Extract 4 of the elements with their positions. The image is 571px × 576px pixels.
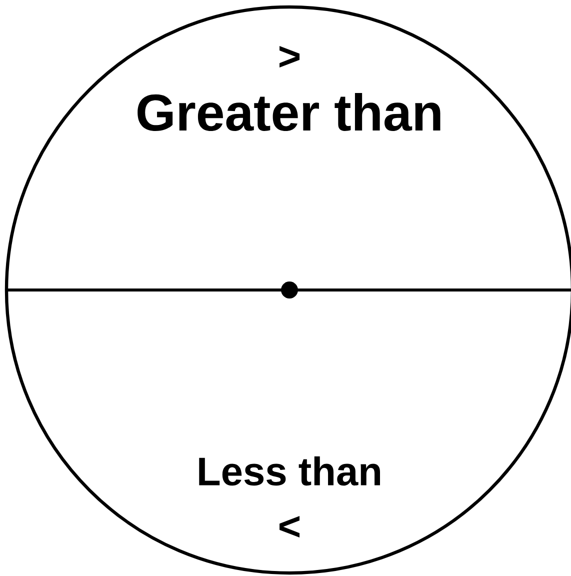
- symbol-label: <: [280, 516, 300, 538]
- heading-label: Less than: [199, 456, 380, 486]
- symbol-label: >: [280, 46, 300, 68]
- heading-label: Greater than: [138, 92, 440, 132]
